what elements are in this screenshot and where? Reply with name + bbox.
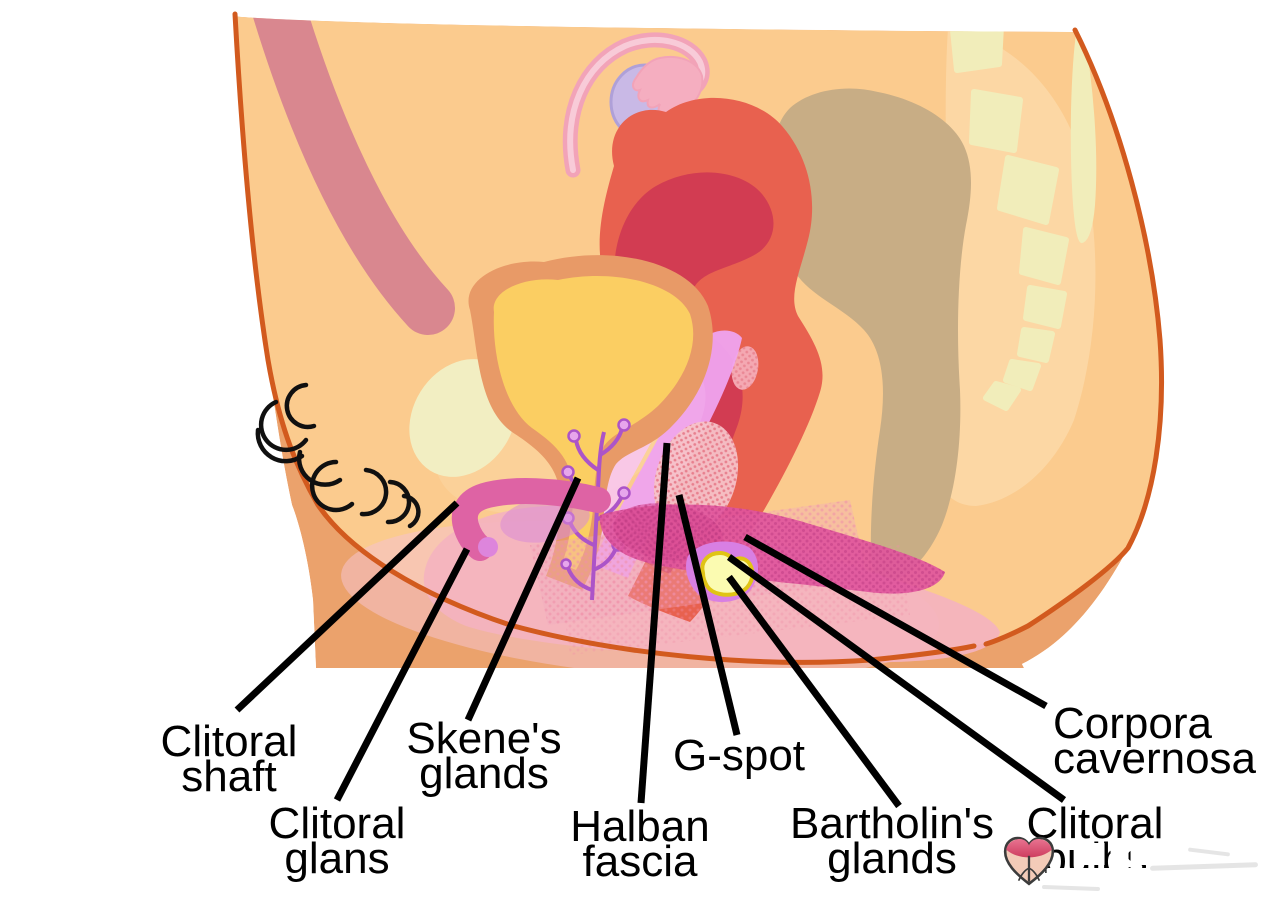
watermark-occlusion — [1130, 849, 1157, 865]
watermark-heart-logo — [1003, 836, 1055, 886]
label-clitoral-bulbs: Clitoralbulbs — [1027, 802, 1167, 882]
sacral-soft-tissue — [934, 28, 1096, 506]
clitoral-shaft-line — [234, 500, 460, 713]
watermark-occlusion — [1110, 839, 1129, 869]
watermark-occlusion — [1078, 843, 1105, 865]
watermark-occlusion — [1046, 868, 1167, 882]
colon-rectum — [776, 88, 971, 583]
clitoral-glans-structure — [478, 537, 498, 557]
bladder-interior — [493, 275, 694, 570]
skenes-glands-line — [464, 476, 582, 722]
corpora-cavernosa-line — [743, 533, 1048, 710]
halban-fascia-line — [637, 442, 671, 804]
fimbriae — [632, 56, 704, 130]
pubic-hair — [255, 382, 421, 529]
label-g-spot: G-spot — [672, 731, 806, 780]
cervix-dots — [731, 346, 759, 390]
bartholins-glands-line — [726, 574, 902, 809]
clitoral-bulbs-line — [726, 554, 1067, 803]
clitoral-shaft-structure — [451, 478, 611, 561]
g-spot-line — [675, 494, 741, 736]
clitoral-glans-line — [333, 547, 471, 802]
bulb-core-dots — [613, 503, 723, 561]
leader-lines — [234, 442, 1067, 809]
abdominal-muscle — [249, 16, 455, 335]
